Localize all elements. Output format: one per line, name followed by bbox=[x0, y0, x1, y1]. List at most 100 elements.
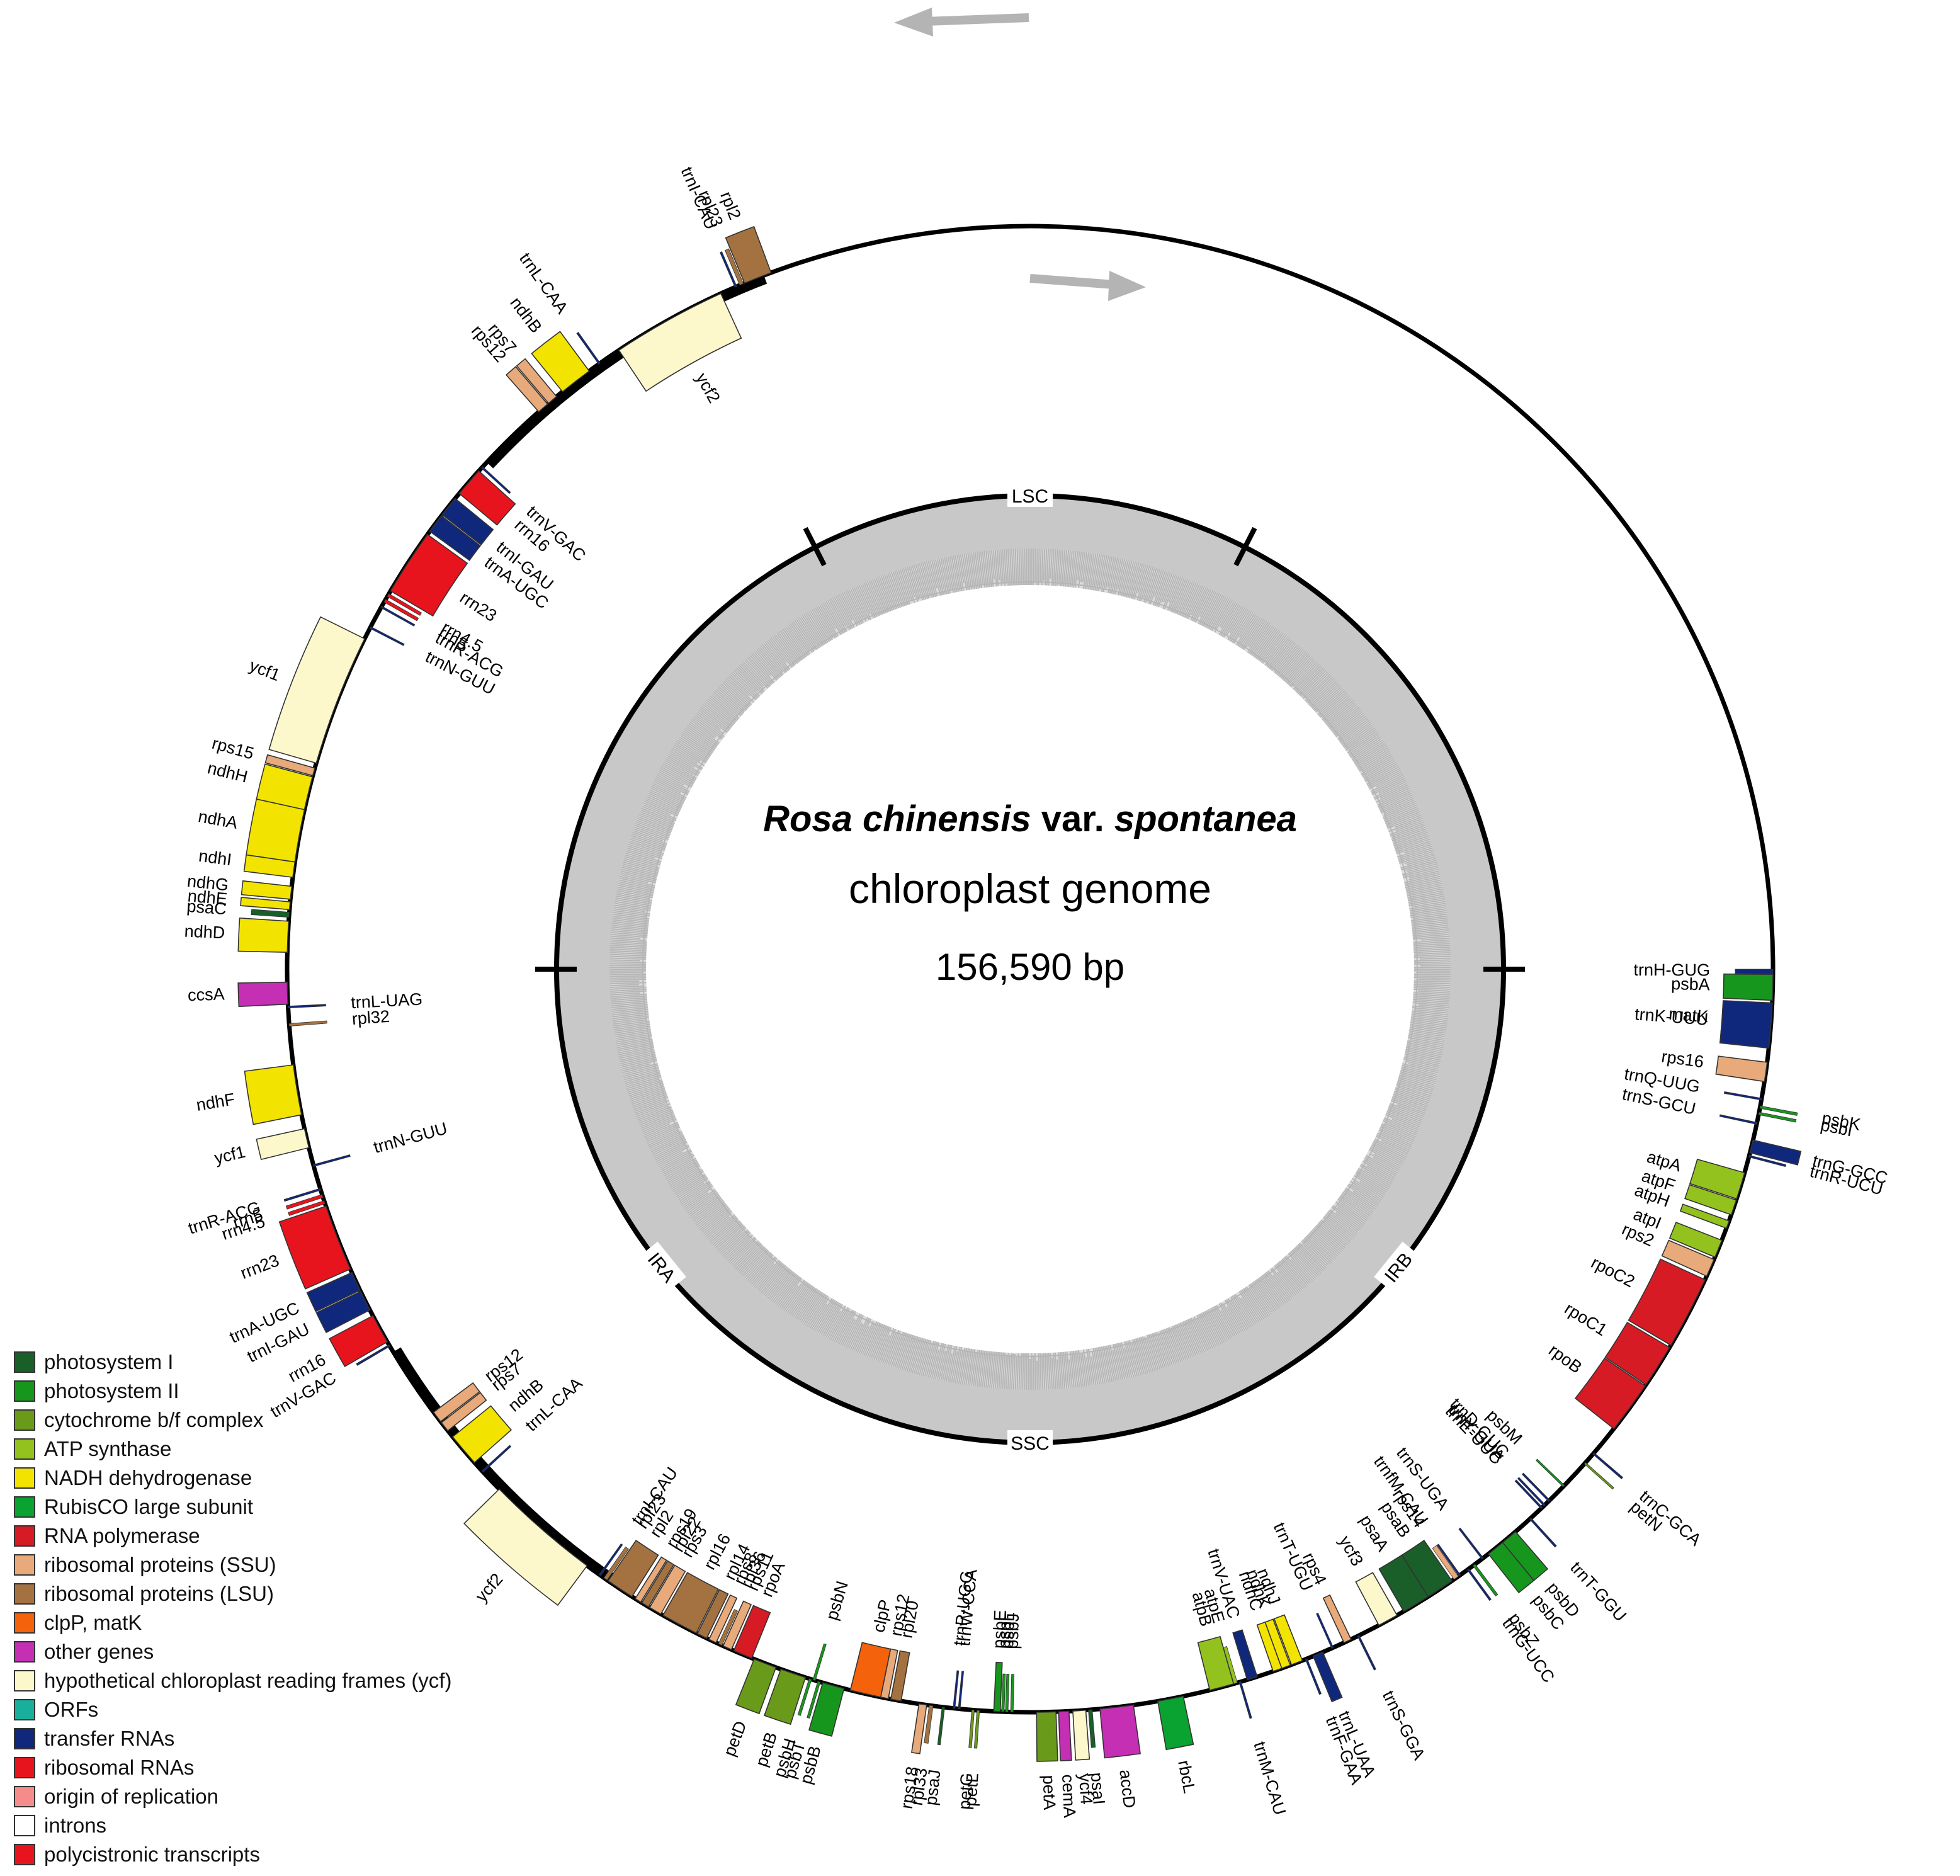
gene-ndhc bbox=[1256, 1621, 1283, 1673]
gene-trne-uuc bbox=[1514, 1479, 1543, 1509]
gene-psbt bbox=[807, 1681, 821, 1719]
region-label-ssc: SSC bbox=[1007, 1430, 1053, 1454]
legend-swatch bbox=[14, 1844, 35, 1865]
gene-trnh-gug bbox=[1735, 969, 1774, 974]
gene-peta bbox=[1036, 1711, 1058, 1762]
gene-label: rrn23 bbox=[456, 588, 500, 626]
gene-ycf1 bbox=[268, 616, 366, 764]
gene-rpoc2 bbox=[1628, 1258, 1706, 1346]
gene-rpob bbox=[1574, 1357, 1646, 1430]
gene-label: matK bbox=[1668, 1004, 1709, 1026]
gene-label: ycf1 bbox=[247, 656, 283, 685]
gene-atpb bbox=[1197, 1635, 1235, 1691]
gene-psbc bbox=[1487, 1542, 1535, 1594]
genome-size: 156,590 bp bbox=[936, 946, 1124, 988]
gene-trnc-gca bbox=[1592, 1452, 1624, 1479]
gene-petl bbox=[973, 1710, 980, 1749]
gene-trnm-cau bbox=[1238, 1681, 1252, 1719]
gene-trni-gau bbox=[315, 1290, 371, 1334]
legend-swatch bbox=[14, 1554, 35, 1576]
gene-ycf1 bbox=[256, 1128, 310, 1161]
legend-swatch bbox=[14, 1496, 35, 1518]
gene-rps16 bbox=[1715, 1055, 1768, 1083]
region-label-lsc: LSC bbox=[1007, 483, 1053, 507]
legend-item: photosystem I bbox=[14, 1348, 451, 1377]
gene-trns-gga bbox=[1357, 1635, 1376, 1671]
gene-ycf3 bbox=[1355, 1572, 1398, 1626]
gene-label: ndhF bbox=[195, 1089, 237, 1115]
gene-psaa bbox=[1378, 1554, 1429, 1612]
gene-psbz bbox=[1472, 1564, 1498, 1597]
gene-rpl22 bbox=[641, 1560, 675, 1608]
gene-rbcl bbox=[1157, 1695, 1194, 1751]
gene-label: trnH-GUG bbox=[1633, 960, 1710, 979]
gene-psbm bbox=[1536, 1458, 1565, 1487]
legend-item: other genes bbox=[14, 1637, 451, 1666]
gene-label: trnS-GGA bbox=[1379, 1688, 1429, 1763]
gene-trnr-ucu bbox=[1748, 1154, 1786, 1168]
gene-label: ndhD bbox=[184, 921, 225, 942]
inner-blank-disc bbox=[646, 585, 1414, 1353]
gene-label: ycf2 bbox=[472, 1569, 506, 1605]
gene-psbk bbox=[1759, 1105, 1798, 1116]
gene-rrn4-5 bbox=[288, 1200, 326, 1216]
gene-label: psaJ bbox=[921, 1768, 944, 1806]
gene-rpl36 bbox=[718, 1609, 739, 1646]
gene-label: rpoC2 bbox=[1588, 1253, 1638, 1292]
genome-subtitle: chloroplast genome bbox=[849, 865, 1211, 912]
gene-rps7 bbox=[440, 1392, 487, 1432]
gene-trnn-guu bbox=[313, 1154, 351, 1167]
gene-rrn5 bbox=[285, 1194, 324, 1210]
gene-rpl16 bbox=[662, 1572, 719, 1634]
gene-rrn16 bbox=[329, 1315, 388, 1367]
gene-trng-ucc bbox=[1466, 1568, 1492, 1601]
gene-label: ndhI bbox=[198, 846, 233, 870]
gene-label: psbN bbox=[822, 1579, 852, 1622]
legend-label: origin of replication bbox=[44, 1785, 218, 1808]
gene-label: ndhG bbox=[186, 872, 230, 895]
gene-trnv-uac bbox=[1232, 1629, 1258, 1681]
gene-trnd-guc bbox=[1521, 1472, 1551, 1502]
gene-trni-gau bbox=[441, 497, 494, 546]
legend-item: transfer RNAs bbox=[14, 1724, 451, 1753]
legend-label: hypothetical chloroplast reading frames … bbox=[44, 1669, 452, 1692]
legend-label: clpP, matK bbox=[44, 1611, 142, 1634]
legend-item: ORFs bbox=[14, 1695, 451, 1724]
region-label-text: SSC bbox=[1011, 1433, 1050, 1454]
gene-label: psbL bbox=[998, 1612, 1018, 1649]
gene-trnt-ugu bbox=[1316, 1612, 1334, 1649]
legend-item: NADH dehydrogenase bbox=[14, 1464, 451, 1492]
gc-midline bbox=[642, 581, 1418, 1357]
gene-trnr-acg bbox=[283, 1188, 321, 1202]
gene-petn bbox=[1583, 1462, 1614, 1490]
gene-track bbox=[237, 225, 1802, 1762]
gene-rpl14 bbox=[696, 1589, 729, 1639]
gene-label: rpl32 bbox=[351, 1007, 390, 1028]
gene-trnt-ggu bbox=[1529, 1517, 1557, 1548]
legend-label: cytochrome b/f complex bbox=[44, 1408, 264, 1431]
legend-item: ribosomal RNAs bbox=[14, 1753, 451, 1782]
gene-label: accD bbox=[1116, 1768, 1139, 1809]
legend-item: origin of replication bbox=[14, 1782, 451, 1811]
gene-label: rbcL bbox=[1174, 1759, 1199, 1795]
gene-trna-ugc bbox=[306, 1271, 361, 1312]
gene-psaj bbox=[937, 1707, 945, 1746]
gene-ndhd bbox=[237, 917, 290, 953]
gene-psbe bbox=[993, 1661, 1003, 1712]
gene-trnl-uaa bbox=[1312, 1651, 1343, 1703]
gene-ndha bbox=[246, 798, 305, 863]
legend-swatch bbox=[14, 1612, 35, 1634]
gene-rpl2 bbox=[725, 225, 772, 284]
legend-item: RubisCO large subunit bbox=[14, 1492, 451, 1521]
gene-label: ycf1 bbox=[212, 1142, 247, 1168]
legend-item: ATP synthase bbox=[14, 1435, 451, 1464]
gene-ccsa bbox=[237, 981, 289, 1008]
gene-trny-gua bbox=[1517, 1477, 1546, 1506]
gene-ndhf bbox=[244, 1064, 302, 1125]
gene-psbh bbox=[797, 1678, 812, 1716]
gene-rpl2 bbox=[607, 1539, 659, 1598]
gene-trna-ugc bbox=[429, 514, 482, 561]
legend-label: RubisCO large subunit bbox=[44, 1495, 253, 1518]
legend-swatch bbox=[14, 1438, 35, 1460]
gene-rpl23 bbox=[724, 248, 744, 286]
